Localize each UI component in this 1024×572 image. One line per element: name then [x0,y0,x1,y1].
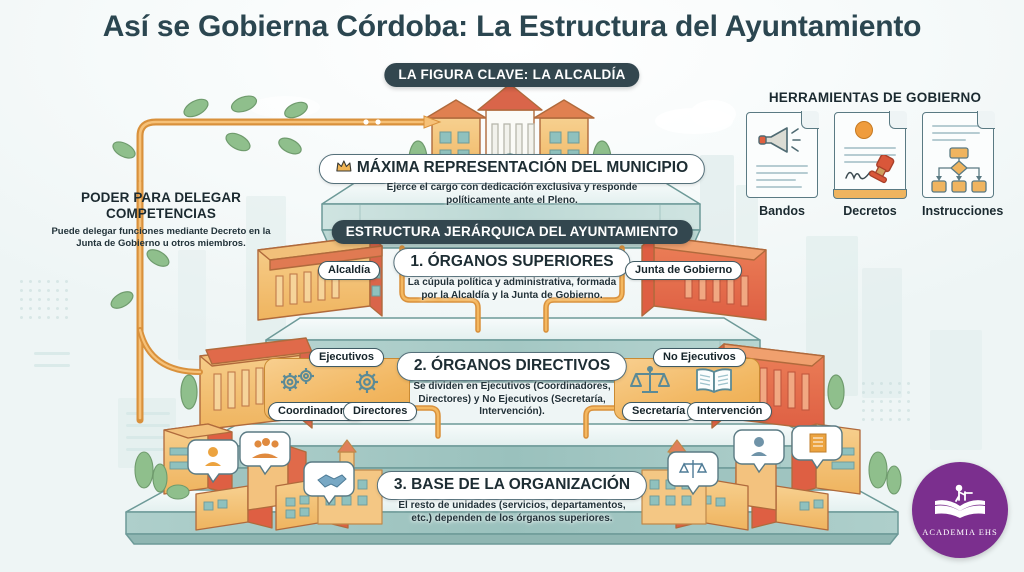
open-book-icon [935,484,985,518]
tier3-heading-callout: 3. BASE DE LA ORGANIZACIÓN [376,471,648,500]
bubble-group [239,431,291,476]
label-junta-de-gobierno[interactable]: Junta de Gobierno [625,261,743,280]
ruled-line [932,125,980,127]
scales-icon [630,364,670,401]
stamp-icon [868,153,901,194]
label-intervencion[interactable]: Intervención [687,402,773,421]
tool-bandos[interactable]: Bandos [746,111,819,218]
label-no-ejecutivos[interactable]: No Ejecutivos [653,348,746,367]
banner-key-figure: LA FIGURA CLAVE: LA ALCALDÍA [384,63,640,87]
label-alcaldia[interactable]: Alcaldía [318,261,381,280]
tier2-description: Se dividen en Ejecutivos (Coordinadores,… [413,381,611,417]
mayor-heading-callout: MÁXIMA REPRESENTACIÓN DEL MUNICIPIO [318,154,706,184]
signature-icon [845,167,871,186]
document-sheet [746,111,819,198]
tool-label: Bandos [759,204,805,218]
ruled-line [756,179,796,181]
tool-label: Decretos [843,204,897,218]
label-directores[interactable]: Directores [343,402,418,421]
label-secretaria[interactable]: Secretaría [622,402,696,421]
seal-icon [855,121,873,139]
ruled-line [756,172,808,174]
megaphone-icon [757,123,803,160]
mayor-description: Ejerce el cargo con dedicación exclusiva… [386,182,638,206]
tier1-heading-callout: 1. ÓRGANOS SUPERIORES [393,248,631,277]
tier3-description: El resto de unidades (servicios, departa… [398,500,626,524]
flowchart-icon [930,147,988,200]
gears-icon [278,366,318,399]
ruled-line [932,132,980,134]
gear-icon [352,368,382,401]
delegation-heading-line2: COMPETENCIAS [106,206,216,221]
bubble-scales [667,451,719,496]
tools-panel-title: HERRAMIENTAS DE GOBIERNO [768,90,982,105]
banner-hierarchy: ESTRUCTURA JERÁRQUICA DEL AYUNTAMIENTO [331,220,693,244]
logo-text: ACADEMIA EHS [922,526,998,537]
document-sheet [833,111,907,199]
tool-decretos[interactable]: Decretos [833,111,907,218]
label-coordinadores[interactable]: Coordinadores [268,402,367,421]
document-sheet [922,111,995,200]
bubble-person [187,439,239,484]
bubble-handshake [303,461,355,506]
ruled-line [844,154,896,156]
ruled-line [844,161,882,163]
delegation-heading-line1: PODER PARA DELEGAR [80,190,242,205]
ruled-line [756,165,808,167]
academia-logo[interactable]: ACADEMIA EHS [912,462,1008,558]
delegation-description: Puede delegar funciones mediante Decreto… [51,226,271,249]
page-title: Así se Gobierna Córdoba: La Estructura d… [102,10,922,43]
ruled-line [932,139,966,141]
bubble-officer [733,429,785,474]
crown-icon [336,160,352,178]
label-ejecutivos[interactable]: Ejecutivos [309,348,385,367]
ruled-line [844,147,896,149]
tier1-description: La cúpula política y administrativa, for… [407,277,617,301]
book-icon [694,366,734,401]
mayor-heading-text: MÁXIMA REPRESENTACIÓN DEL MUNICIPIO [356,159,689,176]
tool-label: Instrucciones [922,204,1004,218]
document-footer-bar [833,188,907,199]
bubble-document [791,425,843,470]
tier2-heading-callout: 2. ÓRGANOS DIRECTIVOS [396,352,628,381]
tool-instrucciones[interactable]: Instrucciones [922,111,1004,218]
ruled-line [756,186,802,188]
